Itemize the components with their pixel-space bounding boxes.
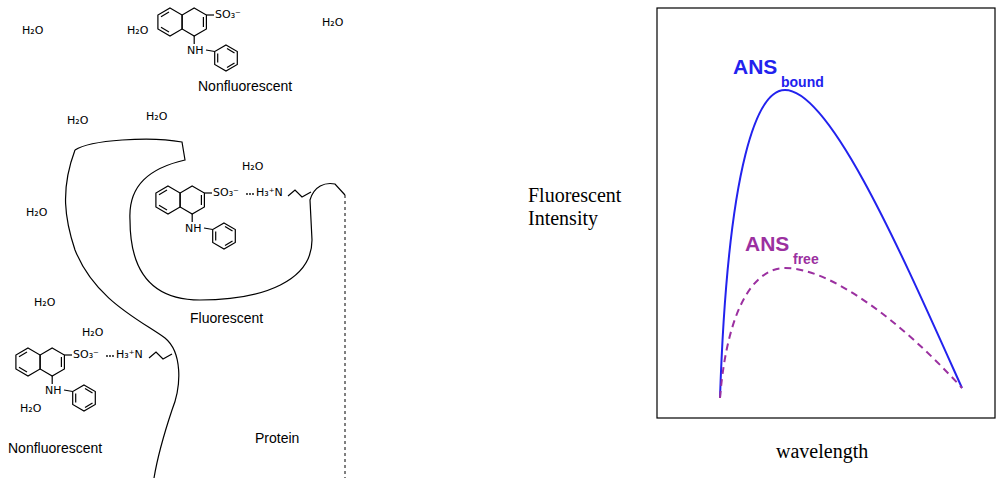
ionic-contact [106, 193, 254, 357]
chemical-label: H₂O [20, 402, 41, 416]
chemical-label: H₂O [34, 296, 55, 310]
free-curve [720, 268, 962, 398]
chemical-label: NH [185, 222, 202, 236]
chemical-label: NH [187, 44, 204, 58]
protein-cut-edge [345, 195, 346, 478]
chemical-label: H₂O [22, 24, 43, 38]
chemical-label: H₂O [82, 326, 103, 340]
chemical-label: H₂O [26, 206, 47, 220]
series-label: ANS [745, 232, 789, 256]
annotation: Protein [255, 430, 299, 446]
chemical-label: H₂O [322, 16, 343, 30]
lysine-chain [149, 352, 172, 359]
chemical-label: SO₃⁻ [73, 348, 99, 362]
chemical-label: NH [45, 384, 62, 398]
chart-frame [657, 8, 995, 418]
annotation: Fluorescent [190, 310, 263, 326]
protein-outline [66, 150, 179, 478]
lysine-chain [288, 190, 311, 197]
chemical-label: SO₃⁻ [215, 8, 241, 22]
axis-title: Fluorescent Intensity [528, 184, 653, 230]
series-subscript: bound [781, 74, 824, 90]
series-label: ANS [733, 55, 777, 79]
chemical-label: H₂O [127, 24, 148, 38]
chemical-label: H₂O [146, 110, 167, 124]
chemical-label: H₂O [67, 114, 88, 128]
bound-curve [720, 90, 962, 398]
chemical-label: H₂O [242, 160, 263, 174]
chemical-label: SO₃⁻ [213, 186, 239, 200]
annotation: Nonfluorescent [198, 78, 292, 94]
chemical-label: H₃⁺N [256, 186, 283, 200]
protein-outline [75, 139, 345, 300]
series-subscript: free [793, 251, 819, 267]
axis-title: wavelength [776, 440, 868, 463]
annotation: Nonfluorescent [8, 440, 102, 456]
chemical-label: H₃⁺N [116, 348, 143, 362]
